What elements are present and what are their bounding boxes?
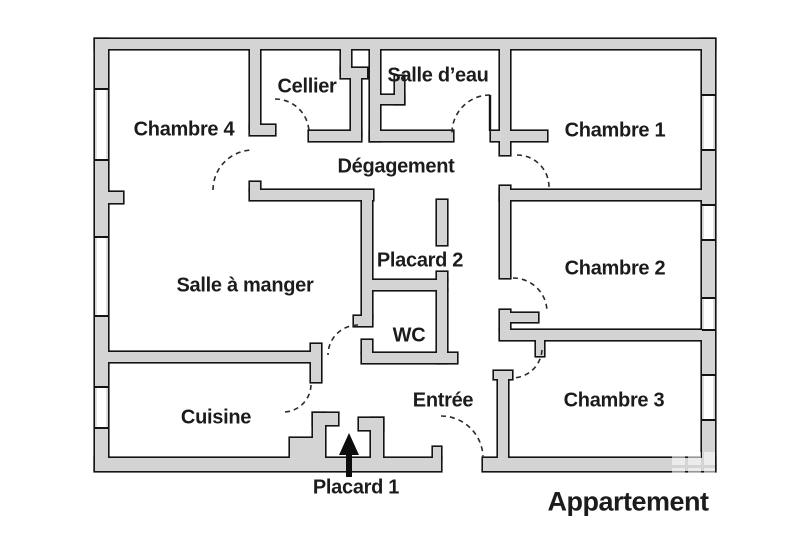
room-label-cuisine: Cuisine xyxy=(180,406,252,429)
room-label-degagement: Dégagement xyxy=(337,155,455,178)
room-label-chambre-3: Chambre 3 xyxy=(563,389,665,412)
room-label-cellier: Cellier xyxy=(277,75,337,98)
window-openings xyxy=(95,88,715,429)
room-label-chambre-1: Chambre 1 xyxy=(564,119,666,142)
room-label-placard-1: Placard 1 xyxy=(312,476,400,499)
room-label-salle-deau: Salle d’eau xyxy=(387,64,489,87)
room-label-entree: Entrée xyxy=(412,389,474,412)
placard1-arrow-icon xyxy=(339,433,359,477)
room-label-wc: WC xyxy=(392,324,426,347)
plan-caption: Appartement xyxy=(547,486,709,517)
photo-watermark xyxy=(672,452,715,481)
room-label-chambre-2: Chambre 2 xyxy=(564,257,666,280)
room-label-salle-a-manger: Salle à manger xyxy=(176,274,314,297)
room-label-chambre-4: Chambre 4 xyxy=(133,118,235,141)
room-label-placard-2: Placard 2 xyxy=(376,249,464,272)
door-arcs xyxy=(212,94,550,459)
